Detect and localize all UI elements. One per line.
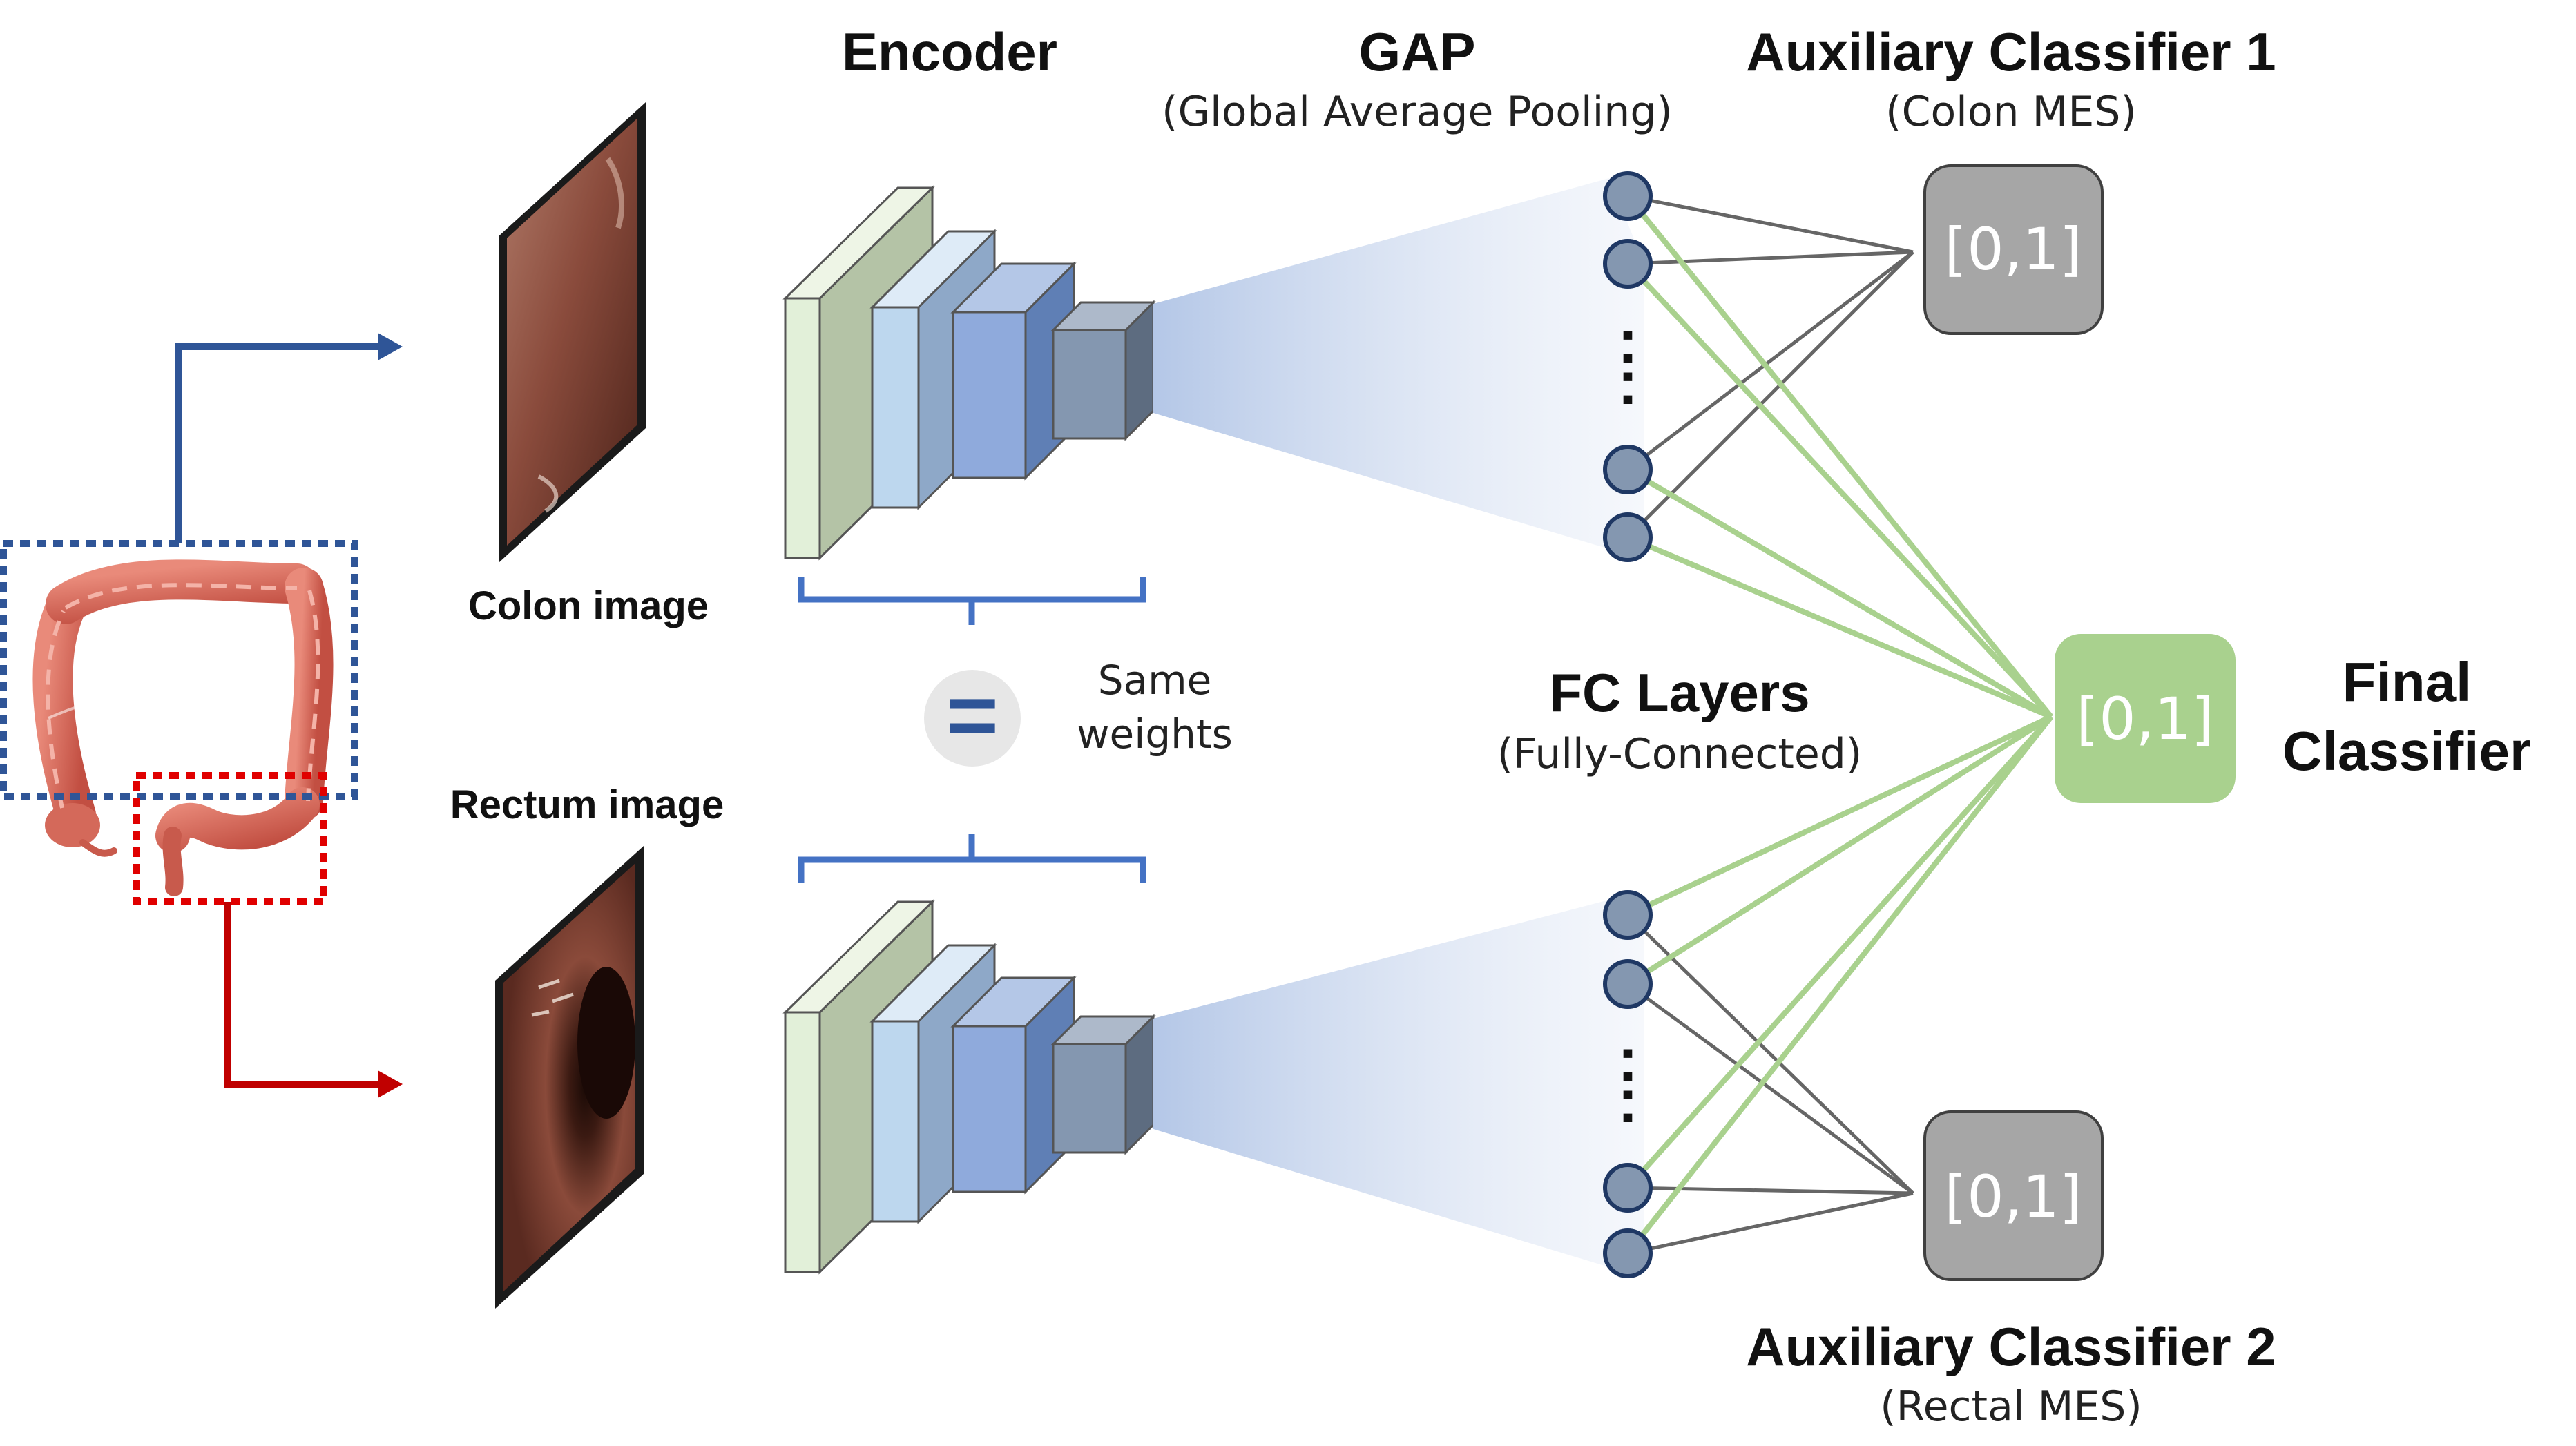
gap-node: [1603, 171, 1653, 221]
encoder-bottom: [782, 899, 1156, 1275]
rectum-endoscopy-image: [495, 846, 644, 1309]
final-classifier-box: [0,1]: [2055, 634, 2236, 803]
gap-node: [1603, 1228, 1653, 1278]
same-weights-line1: Same: [1098, 657, 1212, 704]
gap-cone-bottom: [1153, 900, 1644, 1267]
bottom-aux-links: [1626, 914, 1914, 1255]
gap-cone-top: [1153, 178, 1644, 549]
gap-node: [1603, 512, 1653, 562]
top-aux-links: [1626, 194, 1914, 539]
bottom-node-ellipsis-2: :: [1617, 1067, 1638, 1136]
rectum-image-label: Rectum image: [450, 782, 724, 827]
colon-image-label: Colon image: [468, 584, 709, 628]
colon-anatomy-illustration: [32, 559, 334, 896]
top-final-links: [1625, 194, 2054, 720]
final-value: [0,1]: [2076, 685, 2213, 753]
same-weights-line2: weights: [1077, 711, 1233, 758]
rectum-region-box: [133, 772, 327, 905]
gap-subtitle: (Global Average Pooling): [1162, 88, 1673, 136]
top-node-ellipsis-2: :: [1617, 349, 1638, 418]
aux1-value: [0,1]: [1944, 215, 2082, 283]
aux1-title: Auxiliary Classifier 1: [1746, 21, 2276, 82]
aux2-value: [0,1]: [1944, 1163, 2082, 1231]
aux2-title: Auxiliary Classifier 2: [1746, 1316, 2276, 1377]
equal-circle: [924, 670, 1021, 767]
bottom-node-ellipsis: :: [1617, 1025, 1638, 1095]
encoder-top: [782, 185, 1156, 561]
gap-node: [1603, 1163, 1653, 1213]
bottom-final-links: [1625, 714, 2054, 1255]
top-node-ellipsis: :: [1617, 307, 1638, 376]
shared-weights-indicator: =: [924, 664, 1021, 767]
gap-node: [1603, 445, 1653, 494]
final-classifier-title-line2: Classifier: [2282, 720, 2531, 782]
final-classifier-title-line1: Final: [2343, 651, 2472, 713]
encoder-bottom-brace: [798, 834, 1146, 883]
aux1-subtitle: (Colon MES): [1885, 88, 2137, 136]
fc-subtitle: (Fully-Connected): [1497, 730, 1863, 778]
gap-node: [1603, 890, 1653, 940]
equal-symbol: =: [946, 664, 999, 765]
gap-nodes-bottom: [1603, 890, 1653, 1278]
gap-nodes-top: [1603, 171, 1653, 562]
gap-node: [1603, 239, 1653, 289]
aux1-classifier-box: [0,1]: [1923, 164, 2104, 335]
rectum-arrow: [224, 902, 403, 1098]
encoder-top-brace: [798, 577, 1146, 625]
aux2-classifier-box: [0,1]: [1923, 1110, 2104, 1281]
fc-title: FC Layers: [1549, 662, 1809, 723]
gap-title: GAP: [1358, 21, 1475, 82]
encoder-title: Encoder: [842, 21, 1057, 82]
gap-node: [1603, 959, 1653, 1009]
colon-arrow: [175, 333, 403, 543]
colon-endoscopy-image: [499, 102, 646, 563]
aux2-subtitle: (Rectal MES): [1880, 1382, 2142, 1431]
